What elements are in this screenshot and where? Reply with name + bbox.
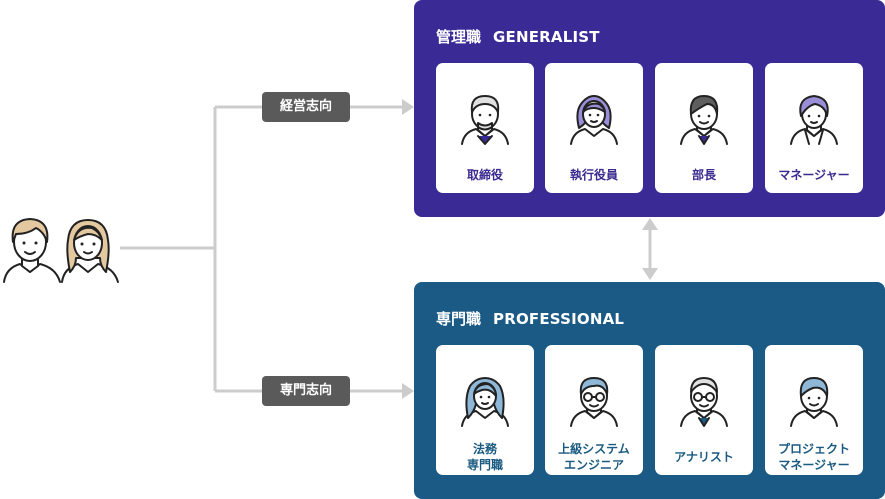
specialist-oriented-tag: 専門志向 <box>262 376 350 406</box>
arrow-generalist <box>402 99 414 115</box>
generalist-title-en: GENERALIST <box>493 28 600 46</box>
arrow-professional <box>402 383 414 399</box>
professional-title-ja: 専門職 <box>436 310 482 328</box>
role-label-legal-specialist: 法務 専門職 <box>466 442 503 472</box>
role-card-analyst: アナリスト <box>655 345 753 475</box>
professional-panel: 専門職 PROFESSIONAL 法務 専門職 <box>414 282 885 499</box>
generalist-title: 管理職 GENERALIST <box>436 26 600 47</box>
role-label-executive-officer: 執行役員 <box>569 168 618 182</box>
female-officer-icon <box>570 95 618 145</box>
two-people-icon <box>3 218 119 283</box>
role-card-director: 取締役 <box>436 63 534 193</box>
role-card-executive-officer: 執行役員 <box>545 63 643 193</box>
management-oriented-tag: 経営志向 <box>262 92 350 122</box>
male-analyst-icon <box>680 377 728 427</box>
generalist-title-ja: 管理職 <box>436 28 482 46</box>
female-legal-icon <box>461 377 509 427</box>
female-manager-icon <box>790 95 838 145</box>
role-label-senior-engineer: 上級システム エンジニア <box>558 442 630 472</box>
role-label-manager: マネージャー <box>778 168 850 182</box>
role-card-manager: マネージャー <box>765 63 863 193</box>
role-card-project-manager: プロジェクト マネージャー <box>765 345 863 475</box>
arrow-up <box>642 218 658 230</box>
role-card-general-manager: 部長 <box>655 63 753 193</box>
generalist-panel: 管理職 GENERALIST 取締役 <box>414 0 885 217</box>
professional-title-en: PROFESSIONAL <box>493 310 625 328</box>
role-label-analyst: アナリスト <box>674 450 734 464</box>
male-manager-icon <box>680 95 728 145</box>
role-label-project-manager: プロジェクト マネージャー <box>777 442 850 472</box>
role-card-senior-engineer: 上級システム エンジニア <box>545 345 643 475</box>
arrow-down <box>642 268 658 280</box>
male-pm-icon <box>790 377 838 427</box>
professional-title: 専門職 PROFESSIONAL <box>436 308 624 329</box>
male-engineer-icon <box>570 377 618 427</box>
role-label-director: 取締役 <box>466 168 503 182</box>
male-executive-icon <box>461 95 509 145</box>
role-card-legal-specialist: 法務 専門職 <box>436 345 534 475</box>
role-label-general-manager: 部長 <box>691 168 716 182</box>
